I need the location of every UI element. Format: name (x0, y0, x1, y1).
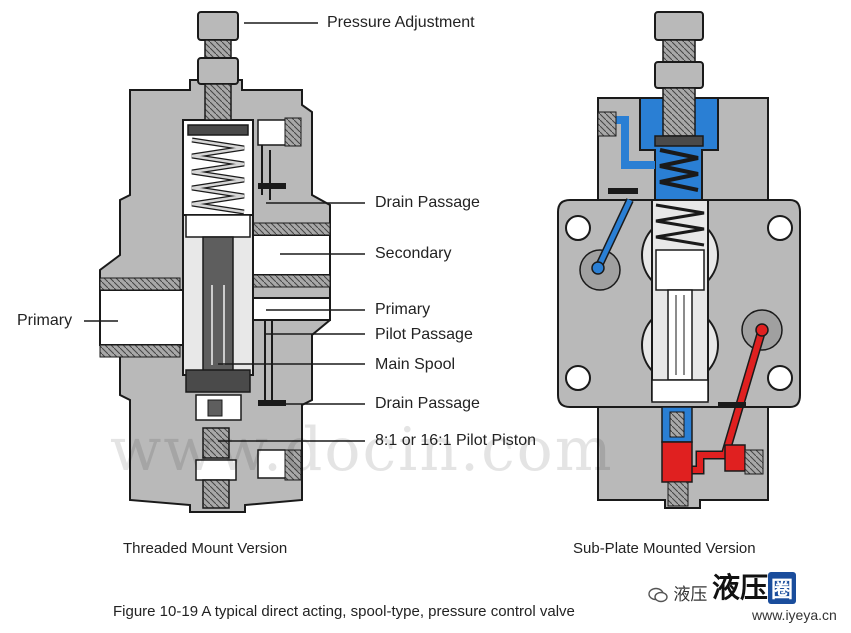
brand-logo-badge: 圈 (768, 572, 797, 604)
sub-plate-valve (557, 11, 801, 509)
left-pilot-piston (202, 427, 230, 459)
leader-lines (84, 22, 365, 442)
right-adjust-nut (654, 11, 704, 41)
left-spring (191, 137, 245, 215)
figure-caption: Figure 10-19 A typical direct acting, sp… (113, 603, 575, 620)
mount-hole-bottom-left (565, 365, 591, 391)
brand-logo-text: 液压 (712, 571, 769, 604)
left-right-primary-port (244, 297, 331, 321)
label-pressure-adjustment: Pressure Adjustment (327, 14, 475, 31)
label-primary-left: Primary (17, 312, 73, 329)
threaded-mount-valve (99, 11, 331, 513)
left-lock-nut (197, 57, 239, 85)
right-lock-nut (654, 61, 704, 89)
left-adjust-nut (197, 11, 239, 41)
label-secondary: Secondary (375, 245, 452, 262)
label-main-spool: Main Spool (375, 356, 456, 373)
mount-hole-top-right (767, 215, 793, 241)
left-primary-port (99, 289, 191, 346)
label-primary-right: Primary (375, 301, 431, 318)
label-drain-passage-upper: Drain Passage (375, 194, 480, 211)
wechat-brand: 液压 (648, 580, 707, 605)
brand-url: www.iyeya.cn (752, 607, 837, 623)
label-drain-passage-lower: Drain Passage (375, 395, 480, 412)
wechat-icon (648, 587, 668, 603)
mount-hole-top-left (565, 215, 591, 241)
right-main-spool (651, 203, 709, 403)
caption-sub-plate: Sub-Plate Mounted Version (573, 540, 756, 557)
watermark: www.docin.com (110, 415, 614, 485)
wechat-text: 液压 (673, 585, 708, 605)
left-secondary-port (244, 234, 331, 276)
brand-logo: 液压圈 (712, 566, 797, 606)
label-pilot-piston: 8:1 or 16:1 Pilot Piston (375, 432, 536, 449)
mount-hole-bottom-right (767, 365, 793, 391)
left-main-spool (185, 214, 251, 393)
caption-threaded-mount: Threaded Mount Version (123, 540, 288, 557)
label-pilot-passage: Pilot Passage (375, 326, 473, 343)
